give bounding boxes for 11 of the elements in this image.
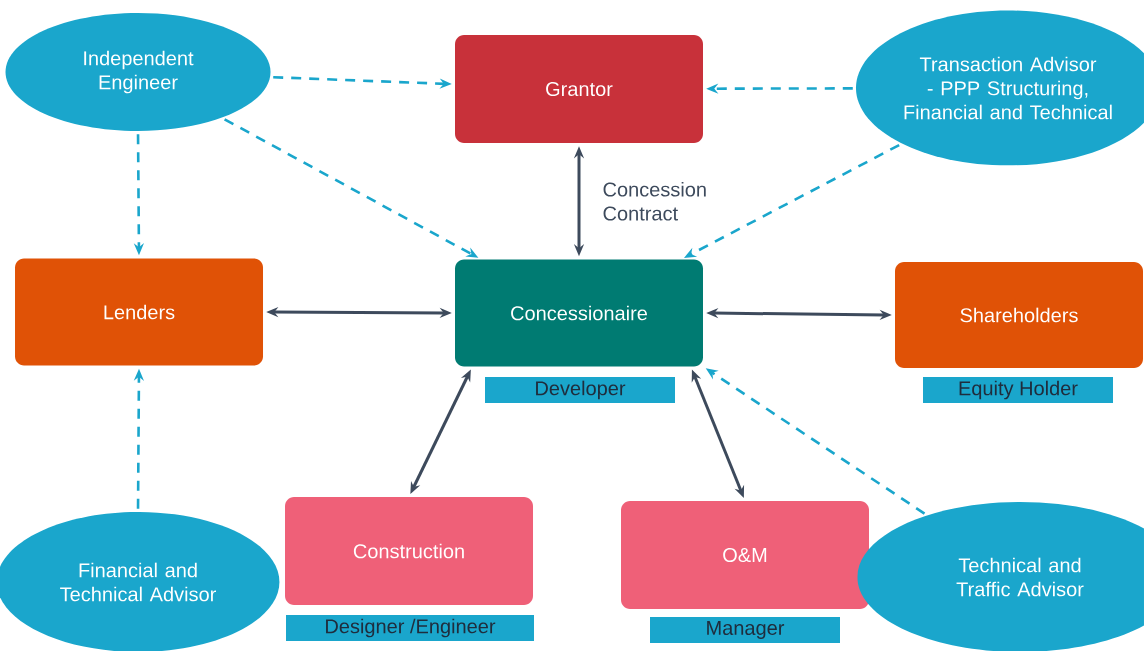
party-box: Shareholders	[895, 262, 1143, 368]
party-box: Construction	[285, 497, 533, 605]
role-label: Designer /Engineer	[286, 615, 534, 641]
role-label: Manager	[650, 617, 840, 643]
party-box: Lenders	[15, 258, 263, 366]
role-label: Developer	[485, 377, 675, 403]
edge-label: Concession Contract	[603, 181, 706, 221]
party-box: Grantor	[455, 35, 703, 143]
party-box: O&M	[621, 501, 869, 609]
role-label: Equity Holder	[923, 377, 1113, 403]
party-box: Concessionaire	[455, 259, 703, 367]
